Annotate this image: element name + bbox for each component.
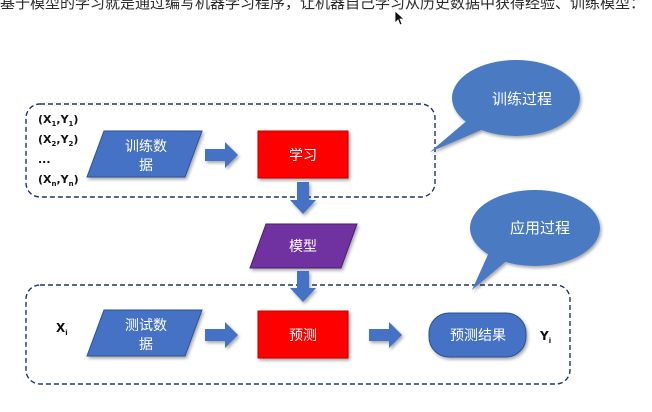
training-process-frame bbox=[25, 103, 436, 198]
arrow-learn-to-model bbox=[290, 182, 316, 214]
arrow-predict-to-result bbox=[369, 322, 402, 348]
predict-box bbox=[257, 310, 349, 359]
application-process-bubble bbox=[470, 190, 600, 290]
arrow-test-to-predict bbox=[205, 322, 238, 348]
training-data-label-line2: 据 bbox=[139, 158, 153, 174]
sample-pair-n: (Xn,Yn) bbox=[38, 173, 79, 188]
result-box bbox=[428, 312, 527, 358]
test-data-label-line1: 测试数 bbox=[125, 318, 167, 334]
training-samples: (X1,Y1) (X2,Y2) ... (Xn,Yn) bbox=[38, 113, 79, 188]
test-input-label: Xi bbox=[56, 321, 68, 337]
mouse-pointer-icon bbox=[394, 10, 404, 26]
output-label: Yi bbox=[539, 329, 551, 345]
training-process-bubble bbox=[430, 60, 580, 152]
training-data-label-line1: 训练数 bbox=[125, 139, 167, 155]
arrow-data-to-learn bbox=[205, 142, 238, 168]
model-label: 模型 bbox=[289, 239, 317, 255]
sample-pair-1: (X1,Y1) bbox=[38, 113, 78, 128]
result-label: 预测结果 bbox=[450, 328, 506, 344]
sample-ellipsis: ... bbox=[38, 153, 51, 166]
intro-caption: 基于模型的学习就是通过编写机器学习程序，让机器自己学习从历史数据中获得经验、训练… bbox=[0, 0, 646, 12]
learn-label: 学习 bbox=[289, 148, 317, 164]
training-process-label: 训练过程 bbox=[492, 90, 552, 108]
predict-label: 预测 bbox=[289, 328, 317, 344]
sample-pair-2: (X2,Y2) bbox=[38, 133, 78, 148]
application-process-label: 应用过程 bbox=[510, 219, 570, 237]
arrow-model-to-predict bbox=[290, 271, 316, 302]
learn-box bbox=[257, 130, 349, 179]
test-data-label-line2: 据 bbox=[139, 337, 153, 353]
training-data-shape bbox=[86, 130, 203, 178]
test-data-shape bbox=[86, 309, 203, 357]
model-shape bbox=[249, 223, 358, 269]
